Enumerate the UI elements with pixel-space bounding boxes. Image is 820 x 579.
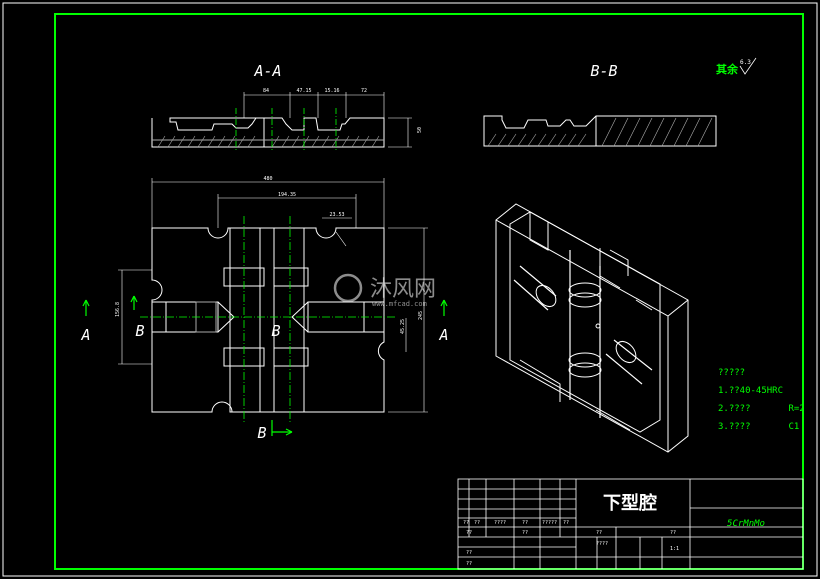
- title-block: [457, 478, 804, 570]
- section-markers: [82, 295, 448, 436]
- dim-top-3: 15.16: [324, 88, 339, 94]
- title-cell-3: ????: [596, 541, 608, 547]
- section-aa-view: [151, 117, 385, 148]
- title-cell-1: ??: [466, 530, 472, 536]
- title-cell-7: ??: [466, 561, 472, 567]
- watermark-url: www.mfcad.com: [372, 300, 427, 308]
- roughness-symbol: [739, 57, 757, 75]
- section-b-left: B: [135, 322, 144, 340]
- title-header-4: ??: [522, 520, 528, 526]
- dim-right-small: 45.25: [400, 319, 406, 334]
- title-cell-scale: 1:1: [670, 546, 679, 552]
- tech-note-1: 1.??40-45HRC: [718, 386, 783, 396]
- section-b-center: B: [271, 322, 280, 340]
- plan-view-centerlines: [140, 216, 396, 424]
- dim-inner-width: 194.35: [278, 192, 296, 198]
- part-name: 下型腔: [603, 492, 657, 514]
- section-aa-label: A-A: [253, 62, 281, 80]
- section-bb-view: [483, 115, 717, 147]
- plan-view-outline: [151, 227, 385, 413]
- section-a-right: A: [438, 326, 448, 344]
- section-a-left: A: [80, 326, 90, 344]
- material: 5CrMnMo: [727, 519, 765, 529]
- plan-view-dimensions: [118, 178, 428, 413]
- dim-top-4: 72: [361, 88, 367, 94]
- title-header-5: ?????: [542, 520, 557, 526]
- dim-right-height: 245: [418, 311, 424, 320]
- title-header-1: ??: [463, 520, 469, 526]
- title-header-6: ??: [563, 520, 569, 526]
- dim-left-height: 156.8: [115, 302, 121, 317]
- section-bb-hatch: [487, 117, 713, 147]
- dim-right-width: 23.53: [329, 212, 344, 218]
- dim-overall-width: 480: [263, 176, 272, 182]
- section-bb-label: B-B: [590, 62, 617, 80]
- title-cell-4: ??: [670, 530, 676, 536]
- watermark: 沐风网 www.mfcad.com: [333, 273, 436, 308]
- tech-note-2: 2.???? R=2: [718, 404, 805, 414]
- section-b-bottom: B: [257, 424, 266, 442]
- surface-note: 其余: [716, 62, 739, 76]
- title-header-7: ??: [596, 530, 602, 536]
- watermark-logo-icon: [333, 273, 363, 303]
- watermark-name: 沐风网: [370, 277, 436, 302]
- drawing-frame: [54, 13, 804, 570]
- dim-height: 50: [417, 127, 423, 133]
- tech-note-3: 3.???? C1: [718, 422, 799, 432]
- title-header-2: ??: [474, 520, 480, 526]
- section-aa-dimensions: [243, 92, 412, 148]
- roughness-value: 6.3: [740, 59, 751, 66]
- title-cell-2: ??: [522, 530, 528, 536]
- title-cell-5: ??: [466, 550, 472, 556]
- section-aa-centerlines: [235, 108, 337, 152]
- title-header-3: ????: [494, 520, 506, 526]
- isometric-view: [495, 203, 689, 453]
- tech-notes-header: ?????: [718, 368, 745, 378]
- dim-top-2: 47.15: [296, 88, 311, 94]
- dim-top-1: 84: [263, 88, 269, 94]
- section-aa-hatch: [157, 135, 380, 148]
